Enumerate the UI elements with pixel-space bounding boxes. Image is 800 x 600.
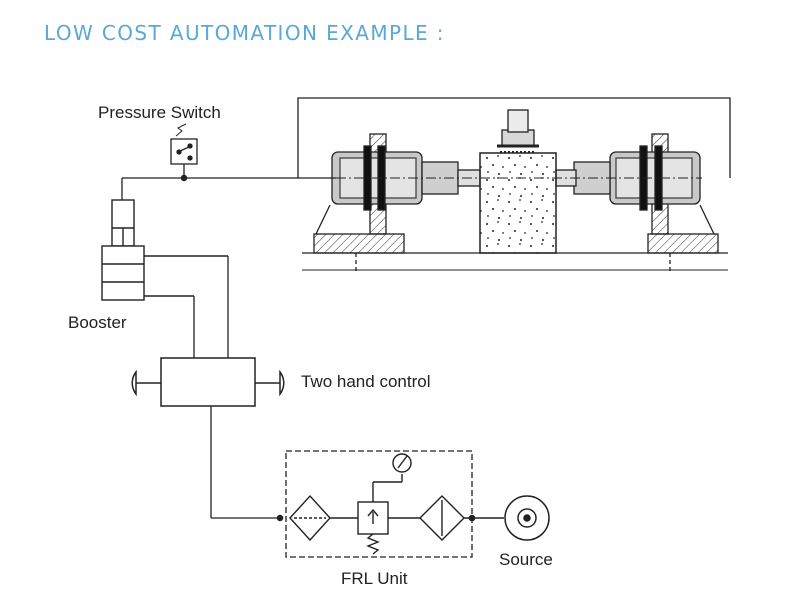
booster-lines xyxy=(193,256,229,358)
page-title: LOW COST AUTOMATION EXAMPLE : xyxy=(44,21,445,45)
source-label: Source xyxy=(499,550,553,569)
press-machine xyxy=(297,97,731,272)
frl-unit-label: FRL Unit xyxy=(341,569,408,588)
two-hand-control xyxy=(131,357,285,407)
booster-label: Booster xyxy=(68,313,127,332)
pressure-switch-label: Pressure Switch xyxy=(98,103,221,122)
pressure-switch xyxy=(170,123,198,182)
two-hand-control-label: Two hand control xyxy=(301,372,430,391)
booster xyxy=(101,199,228,301)
pressure-line xyxy=(121,177,336,200)
frl-unit xyxy=(285,450,504,558)
supply-line xyxy=(210,406,284,522)
air-source xyxy=(504,495,550,541)
